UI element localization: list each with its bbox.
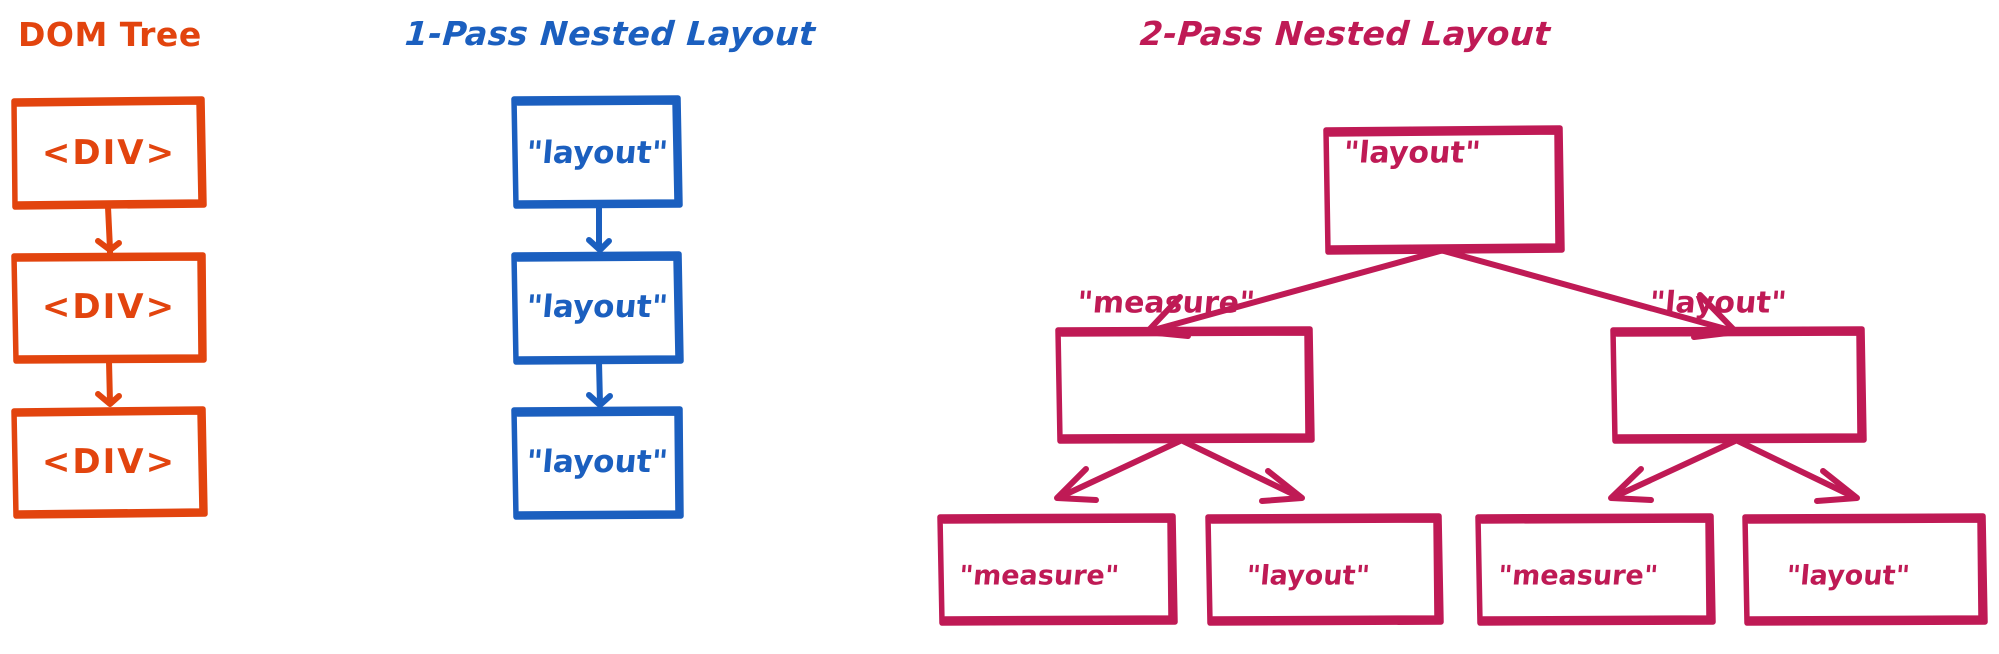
p2-root-box [1323,125,1565,255]
p1-node-2-box [511,251,684,365]
p2-edge-midleft-leaf1 [1054,438,1183,503]
p2-mid-left-box [1055,326,1315,444]
p2-leaf-3-box [1475,513,1716,626]
p1-node-1-box [511,95,683,209]
p2-leaf-2-box [1205,513,1444,626]
p1-arrow-2 [586,359,613,408]
column-title-dom-tree: DOM Tree [18,15,202,54]
p2-edge-root-midleft [1144,248,1443,339]
p2-edge-root-midright [1441,248,1739,340]
dom-node-3-box [11,406,208,519]
p2-mid-right-box [1610,326,1867,444]
p2-edge-midright-leaf4 [1735,438,1860,504]
p1-node-3-box [511,406,684,520]
dom-arrow-2 [95,358,122,407]
p2-edge-midright-leaf3 [1608,438,1738,503]
p1-arrow-1 [586,203,612,253]
p2-edge-midleft-leaf2 [1180,438,1305,504]
p2-leaf-4-box [1742,513,1988,626]
dom-arrow-1 [95,204,122,256]
p2-leaf-1-box [937,513,1178,626]
dom-node-1-box [11,96,207,210]
dom-node-2-box [11,252,207,364]
